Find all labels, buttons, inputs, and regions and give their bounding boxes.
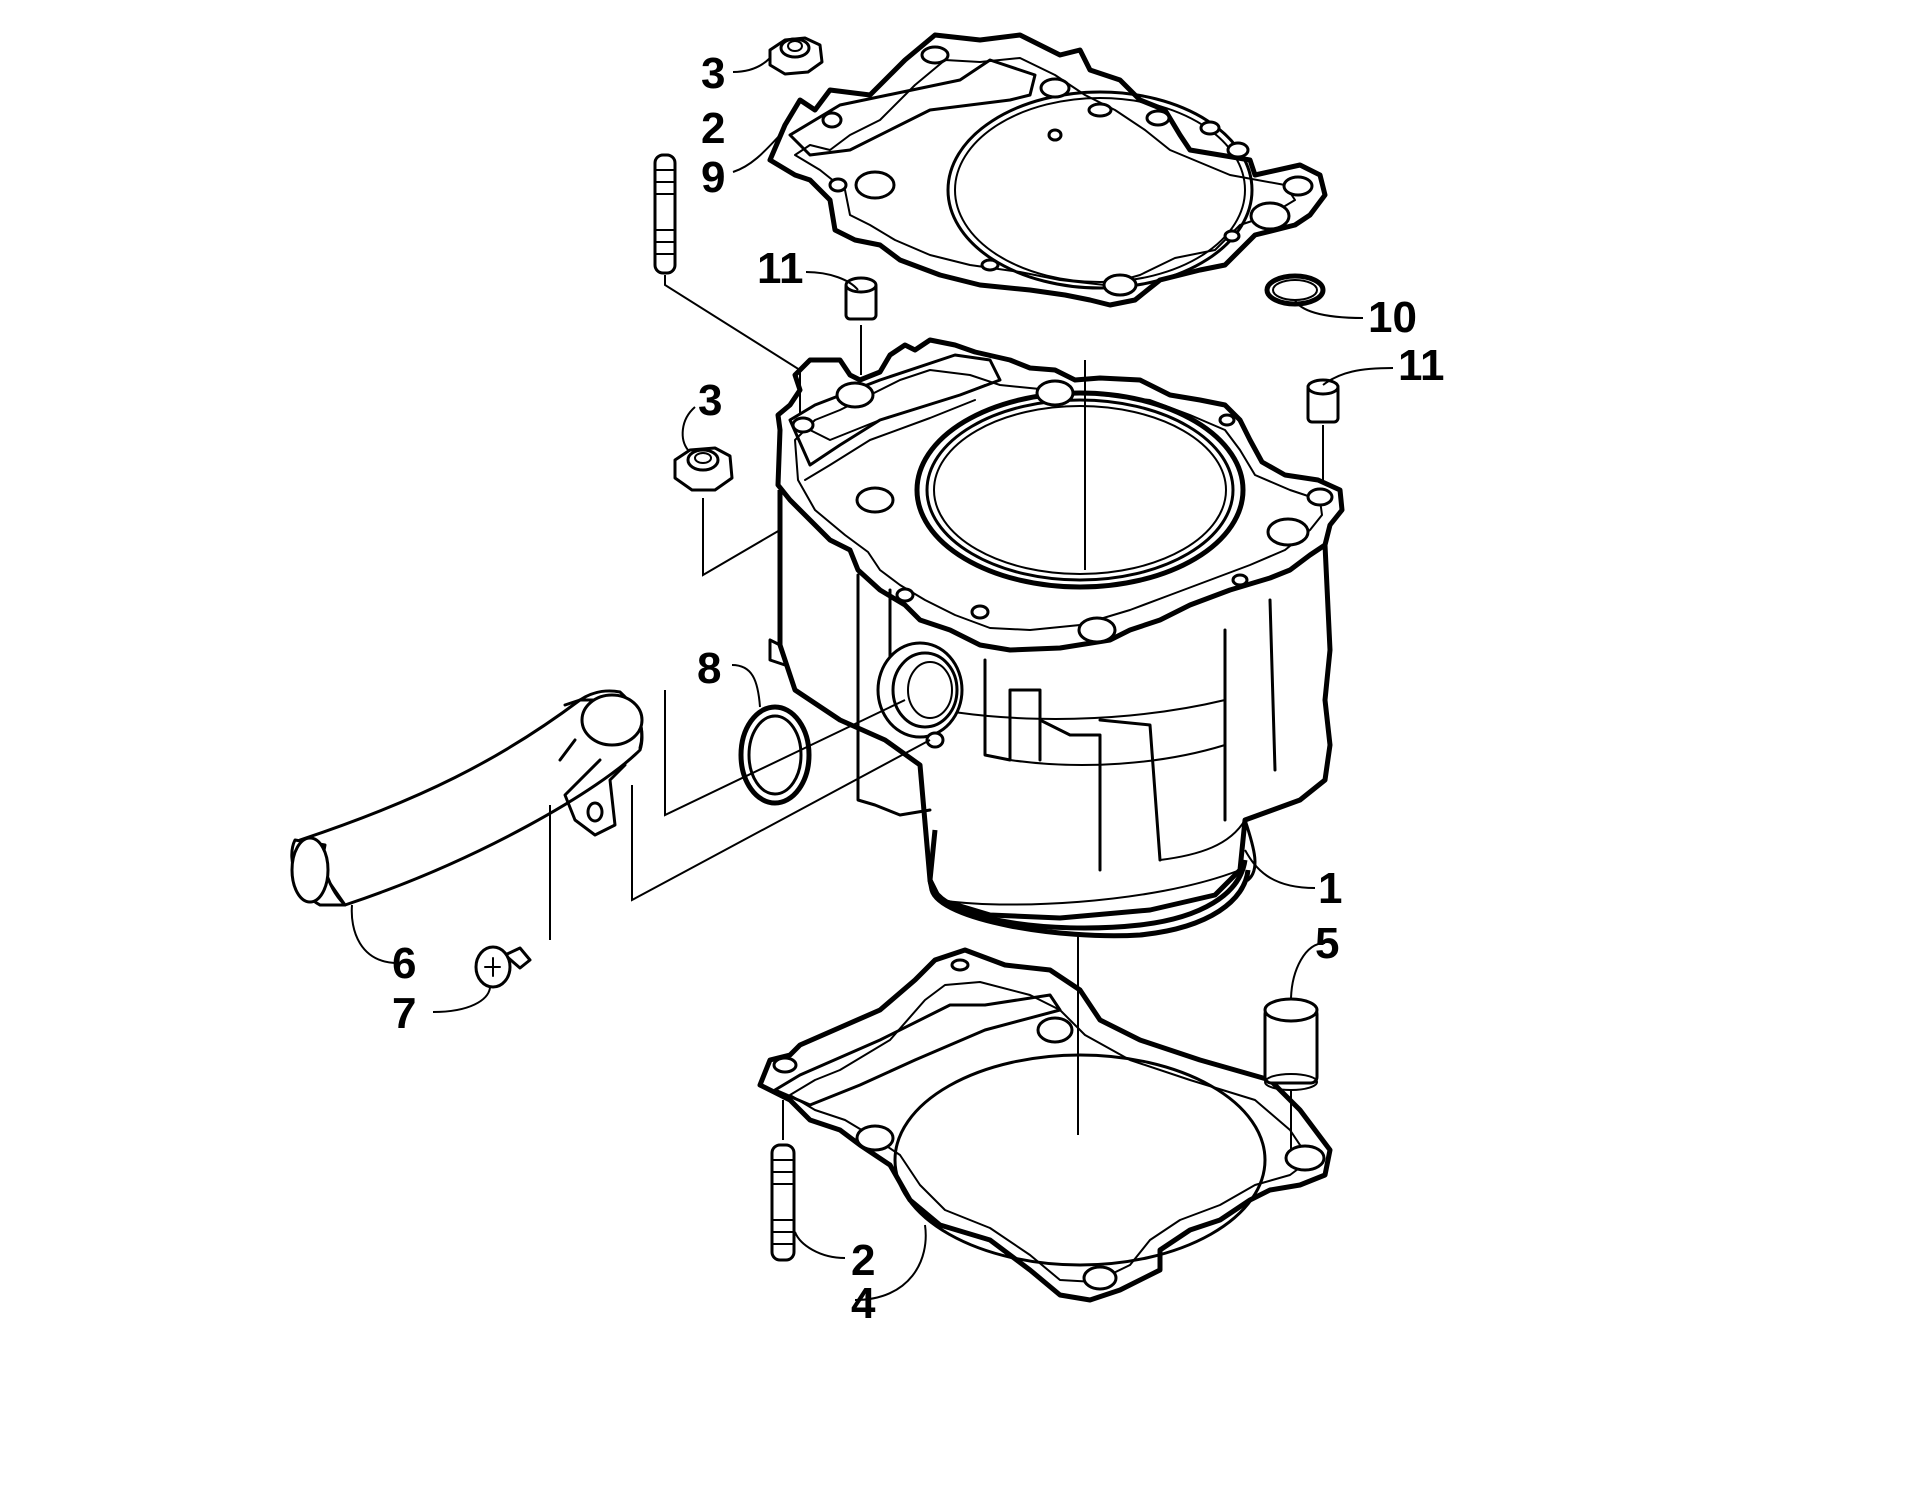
- callout-8: 8: [697, 644, 721, 693]
- callout-11-left: 11: [757, 244, 804, 293]
- flange-nut-top: [768, 36, 824, 76]
- callout-7: 7: [392, 989, 416, 1038]
- leader-lines: [350, 57, 1394, 1301]
- o-ring-small: [1264, 273, 1326, 307]
- base-gasket: [757, 947, 1333, 1303]
- dowel-pin-left: [844, 276, 878, 321]
- stud-bottom: [770, 1143, 796, 1262]
- callout-4: 4: [851, 1279, 876, 1328]
- callout-6: 6: [392, 939, 416, 988]
- flange-nut-middle: [673, 446, 734, 492]
- callout-3-top: 3: [701, 49, 725, 98]
- dowel-pin-base: [1263, 997, 1319, 1091]
- callout-labels: 3 2 9 11 10 11 3 8 1 5 6 7 2 4: [392, 49, 1445, 1328]
- callout-11-right: 11: [1398, 341, 1445, 390]
- callout-3-middle: 3: [698, 376, 722, 425]
- callout-1: 1: [1318, 864, 1342, 913]
- callout-9: 9: [701, 153, 725, 202]
- flange-screw: [474, 945, 532, 989]
- water-pipe: [290, 689, 644, 907]
- callout-2-top: 2: [701, 104, 725, 153]
- o-ring-water: [738, 704, 812, 806]
- cylinder-block: [768, 337, 1345, 939]
- callout-5: 5: [1315, 919, 1339, 968]
- stud-top: [653, 153, 677, 275]
- dowel-pin-right: [1306, 378, 1340, 424]
- callout-10: 10: [1368, 293, 1417, 342]
- callout-2-bottom: 2: [851, 1236, 875, 1285]
- head-gasket: [767, 32, 1328, 308]
